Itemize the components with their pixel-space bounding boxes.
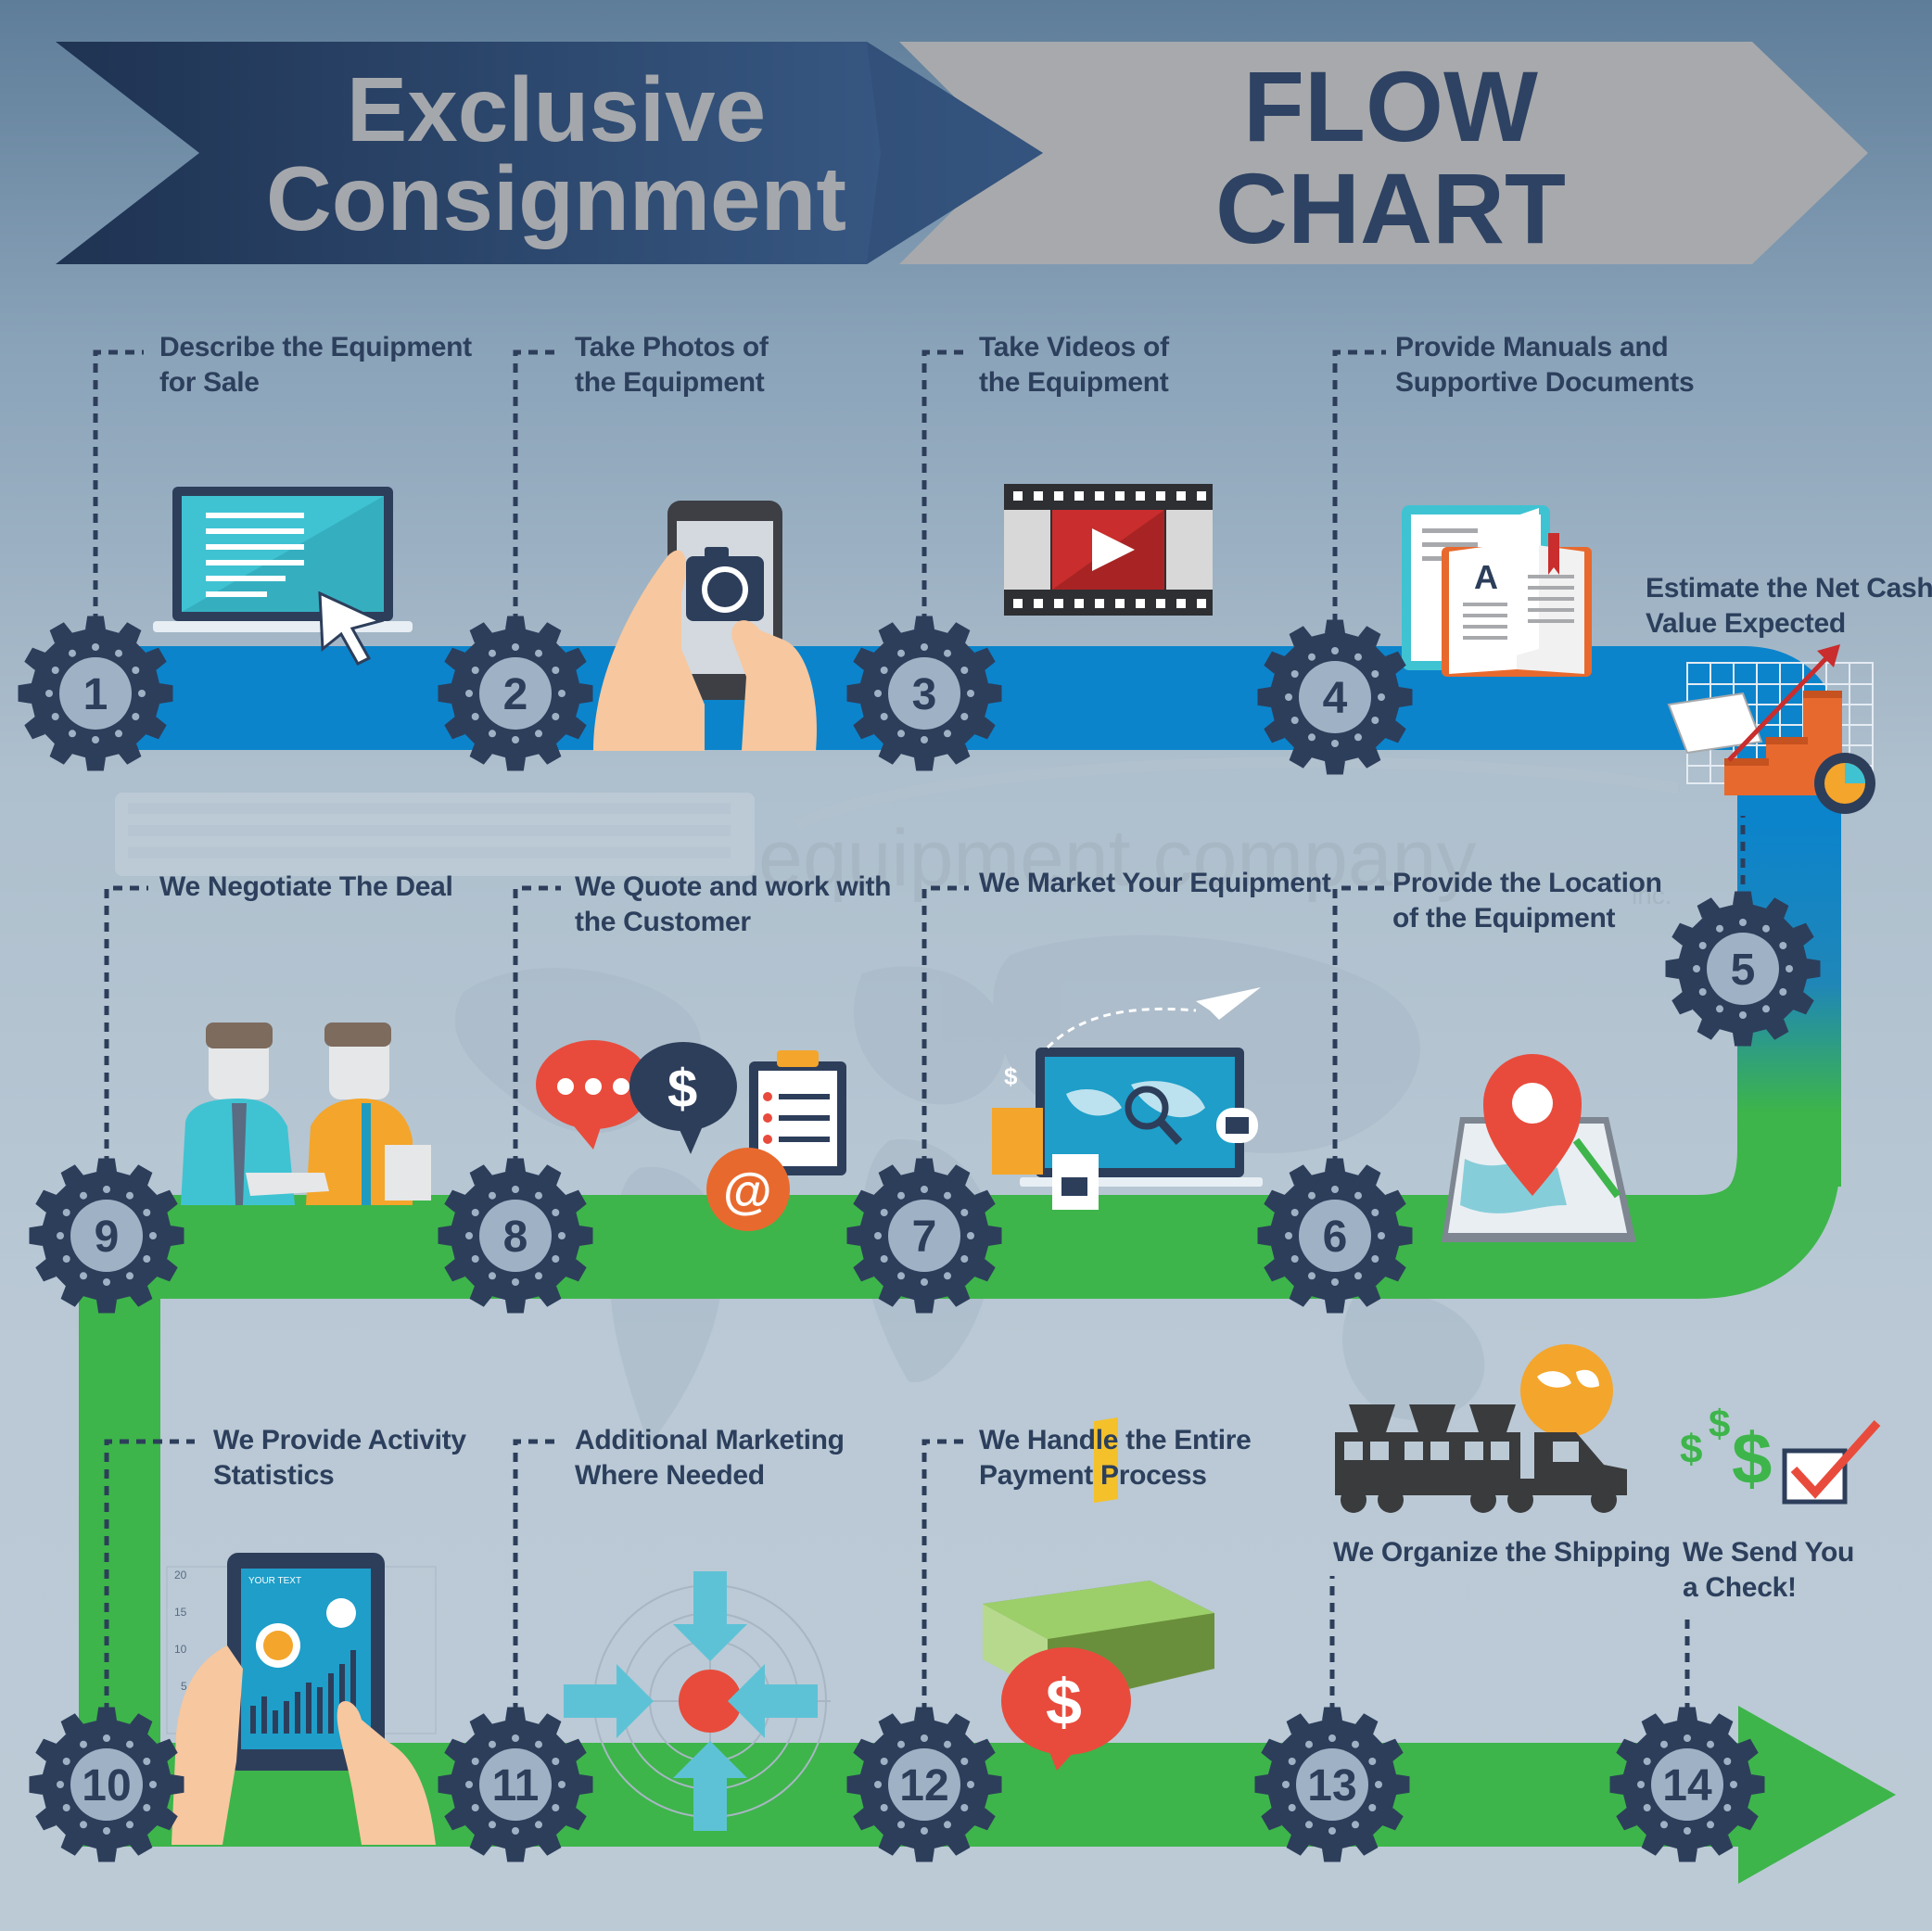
laptop-cursor-icon xyxy=(153,487,413,666)
title-banner: Exclusive Consignment FLOW CHART xyxy=(56,42,1868,264)
step-4-number: 4 xyxy=(1323,674,1348,723)
step-2-number: 2 xyxy=(503,670,528,719)
step-14-gear: 14 xyxy=(1609,1707,1765,1862)
handshake-icon xyxy=(181,1023,431,1205)
step-3-gear: 3 xyxy=(846,616,1002,771)
step-1-gear: 1 xyxy=(18,616,173,771)
manual-book-icon: A xyxy=(1402,505,1592,677)
check-mark-icon: $ $ $ xyxy=(1680,1402,1881,1505)
step-14-number: 14 xyxy=(1662,1761,1712,1810)
step-3-number: 3 xyxy=(912,670,937,719)
step-13-number: 13 xyxy=(1307,1761,1356,1810)
step-13-gear: 13 xyxy=(1254,1707,1410,1862)
svg-text:$: $ xyxy=(1046,1666,1082,1738)
step-9-gear: 9 xyxy=(29,1158,184,1314)
smartphone-camera-icon xyxy=(593,501,817,751)
step-13-label: We Organize the Shipping xyxy=(1333,1537,1671,1568)
company-watermark: equipment company inc. xyxy=(115,756,1679,909)
step-9-number: 9 xyxy=(95,1213,120,1262)
tablet-axis-20: 20 xyxy=(174,1569,187,1582)
step-8-gear: 8 xyxy=(438,1158,593,1314)
step-1-number: 1 xyxy=(83,670,108,719)
step-7-number: 7 xyxy=(912,1213,937,1262)
truck-shipping-icon xyxy=(1335,1344,1627,1513)
step-6-gear: 6 xyxy=(1257,1158,1413,1314)
end-arrowhead xyxy=(1738,1706,1896,1884)
money-stack-icon: $ xyxy=(983,1416,1214,1771)
step-12-gear: 12 xyxy=(846,1707,1002,1862)
svg-text:$: $ xyxy=(1680,1427,1702,1472)
map-pin-icon xyxy=(1442,1054,1636,1242)
right-banner-arrow xyxy=(899,42,1868,264)
tablet-axis-15: 15 xyxy=(174,1606,187,1619)
tablet-axis-5: 5 xyxy=(181,1680,187,1693)
svg-text:$: $ xyxy=(1709,1402,1730,1445)
tablet-header-text: YOUR TEXT xyxy=(248,1576,301,1586)
step-12-number: 12 xyxy=(899,1761,948,1810)
step-2-gear: 2 xyxy=(438,616,593,771)
step-9-label: We Negotiate The Deal xyxy=(159,871,453,902)
watermark-suffix: inc. xyxy=(1632,881,1672,909)
marketing-laptop-icon: $ xyxy=(992,987,1263,1210)
step-10-number: 10 xyxy=(82,1761,131,1810)
growth-chart-icon xyxy=(1667,644,1875,814)
video-film-icon xyxy=(1004,484,1213,616)
svg-text:$: $ xyxy=(1004,1062,1018,1090)
dotted-connectors xyxy=(93,349,1746,1729)
step-4-gear: 4 xyxy=(1257,619,1413,775)
step-10-gear: 10 xyxy=(29,1707,184,1862)
title-consignment: Consignment xyxy=(266,147,846,249)
step-7-gear: 7 xyxy=(846,1158,1002,1314)
step-5-number: 5 xyxy=(1731,946,1756,995)
step-11-number: 11 xyxy=(492,1761,540,1810)
tablet-stats-icon: YOUR TEXT 20 15 10 5 xyxy=(166,1553,437,1845)
left-banner-arrow xyxy=(56,42,1043,264)
step-6-number: 6 xyxy=(1323,1213,1348,1262)
svg-text:@: @ xyxy=(723,1163,772,1219)
step-7-label: We Market Your Equipment xyxy=(979,868,1331,898)
chat-quote-icon: $ @ xyxy=(536,1040,846,1231)
title-flow: FLOW xyxy=(1243,50,1538,162)
svg-text:$: $ xyxy=(1732,1417,1772,1499)
tablet-axis-10: 10 xyxy=(174,1643,187,1656)
title-chart: CHART xyxy=(1215,152,1566,264)
svg-text:A: A xyxy=(1474,558,1498,596)
step-11-gear: 11 xyxy=(438,1707,593,1862)
step-5-gear: 5 xyxy=(1665,891,1821,1047)
title-exclusive: Exclusive xyxy=(347,58,766,160)
step-8-number: 8 xyxy=(503,1213,528,1262)
target-arrows-icon xyxy=(564,1571,831,1831)
svg-text:$: $ xyxy=(667,1059,697,1119)
watermark-brand: equipment company xyxy=(758,814,1476,903)
